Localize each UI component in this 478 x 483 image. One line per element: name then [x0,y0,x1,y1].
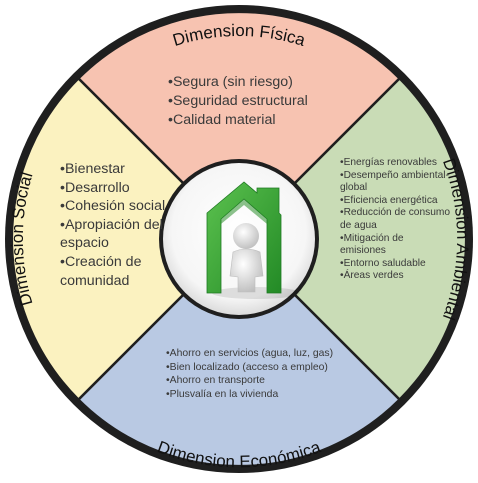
economica-sector [76,237,402,468]
right-list-item: •Energías renovables [340,157,438,168]
top-list-item: •Seguridad estructural [168,93,308,109]
left-list-item: •Cohesión social [60,198,166,215]
economica-list: •Ahorro en servicios (agua, luz, gas) •Bi… [166,347,336,402]
left-list-item: •Apropiación del espacio [60,216,163,252]
right-list-item: •Reducción de consumo de agua [340,207,451,231]
top-list-item: •Calidad material [168,112,276,128]
ambiental-sector [237,76,468,402]
right-list-item: •Eficiencia energética [340,194,438,206]
right-list-item: •Desempeño ambiental-global [340,169,449,194]
left-list-item: •Desarrollo [60,179,130,196]
left-list-item: •Creación de comunidad [60,253,142,289]
right-list-item: •Entorno saludable [340,257,426,269]
bottom-list-item: •Ahorro en transporte [166,375,265,387]
bottom-list-item: •Ahorro en servicios (agua, luz, gas) [166,348,334,359]
fisica-list: •Segura (sin riesgo) •Seguridad estructur… [168,73,338,130]
house-with-person-icon [206,181,300,299]
bottom-list-item: •Bien localizado (acceso a empleo) [166,361,328,373]
left-list-item: •Bienestar [60,161,125,177]
right-list-item: •Áreas verdes [340,270,404,282]
right-list-item: •Mitigación de emisiones [340,232,404,257]
social-list: •Bienestar •Desarrollo •Cohesión social•Ap… [60,160,180,290]
fisica-sector [76,10,402,241]
bottom-list-item: •Plusvalía en la vivienda [166,389,279,401]
ambiental-list: •Energías renovables•Desempeño ambiental… [340,157,452,283]
top-list-item: •Segura (sin riesgo) [168,74,293,90]
social-sector [10,76,241,402]
